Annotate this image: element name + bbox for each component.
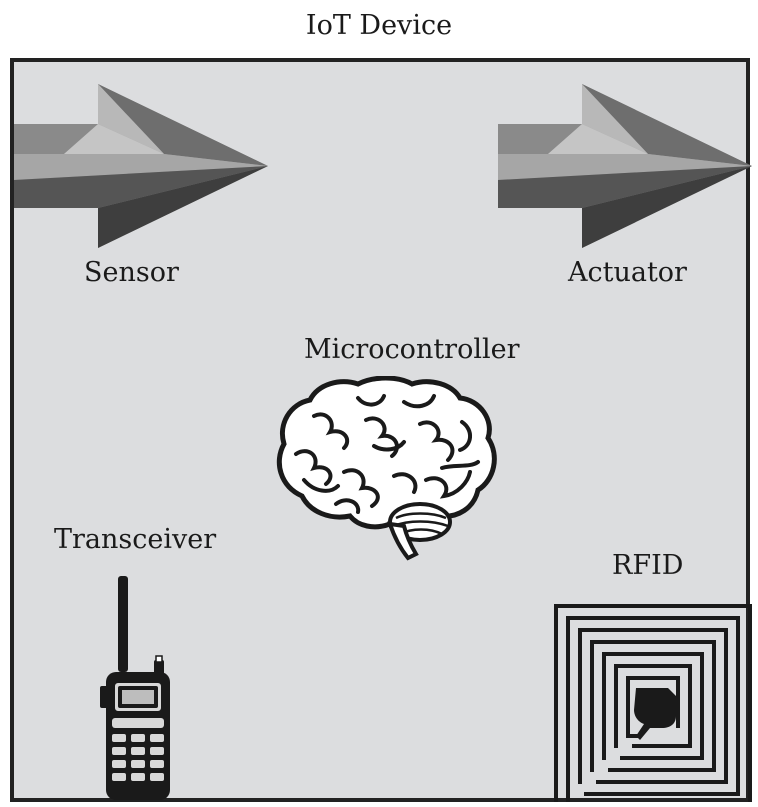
sensor-arrow-icon: [14, 84, 270, 248]
actuator-label: Actuator: [568, 257, 687, 288]
microcontroller-label: Microcontroller: [304, 334, 520, 365]
rfid-tag-icon: [554, 604, 754, 804]
brain-icon: [274, 376, 500, 562]
rfid-label: RFID: [612, 550, 684, 581]
walkie-talkie-icon: [100, 574, 174, 800]
diagram-title: IoT Device: [305, 10, 453, 41]
sensor-label: Sensor: [84, 257, 179, 288]
actuator-arrow-icon: [498, 84, 754, 248]
transceiver-label: Transceiver: [54, 524, 217, 555]
